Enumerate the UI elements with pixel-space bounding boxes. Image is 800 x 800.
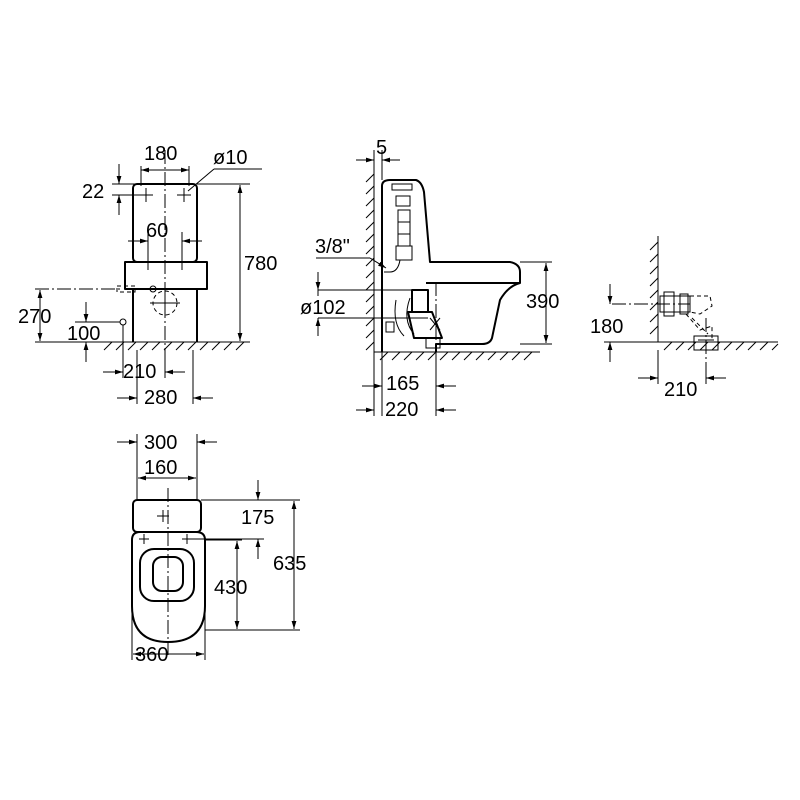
side-outlet-pipe — [385, 289, 443, 349]
detail-wall — [649, 236, 779, 351]
detail-outlet-pipe — [659, 291, 719, 351]
front-outlet-circle — [150, 288, 180, 318]
tank-fixing-holes — [139, 188, 191, 202]
side-toilet-outline — [381, 179, 521, 352]
plan-bowl-width-label: 360 — [135, 644, 168, 666]
plan-bowl-length-label: 430 — [214, 577, 247, 599]
front-total-height-label: 780 — [244, 253, 277, 275]
front-inlet-height-label: 270 — [18, 306, 51, 328]
front-outlet-offset-label: 210 — [123, 361, 156, 383]
side-wall-gap-label: 5 — [376, 137, 387, 159]
fill-valve — [384, 183, 413, 273]
front-base-width-label: 280 — [144, 387, 177, 409]
side-inlet-thread-label: 3/8" — [315, 236, 350, 258]
detail-outlet-height-label: 180 — [590, 316, 623, 338]
front-view: 180 ø10 22 60 780 270 100 — [18, 143, 277, 409]
plan-tank-inner-width-label: 160 — [144, 457, 177, 479]
outlet-detail: 180 210 — [590, 236, 779, 401]
front-inlet — [116, 285, 157, 326]
front-outlet-height-label: 100 — [67, 323, 100, 345]
plan-total-length-label: 635 — [273, 553, 306, 575]
plan-fixing-holes — [139, 510, 192, 544]
side-outlet-diameter-label: ø102 — [300, 297, 346, 319]
front-center-width-label: 60 — [146, 220, 168, 242]
front-hole-offset-label: 22 — [82, 181, 104, 203]
front-top-width-label: 180 — [144, 143, 177, 165]
side-wall — [365, 168, 540, 361]
plan-tank-depth-label: 175 — [241, 507, 274, 529]
side-rim-height-label: 390 — [526, 291, 559, 313]
detail-outlet-distance-label: 210 — [664, 379, 697, 401]
front-hole-diameter-label: ø10 — [213, 147, 247, 169]
side-view: 5 3/8" ø102 390 165 220 — [300, 137, 559, 421]
plan-tank-width-label: 300 — [144, 432, 177, 454]
front-toilet-outline — [124, 183, 208, 342]
side-base-depth-label: 220 — [385, 399, 418, 421]
side-outlet-distance-label: 165 — [386, 373, 419, 395]
plan-view: 300 160 175 635 430 360 — [117, 432, 306, 666]
